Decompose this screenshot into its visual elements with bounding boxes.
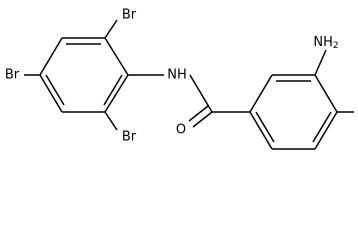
tribromophenyl-ring xyxy=(39,37,129,113)
amide-nh-label: NH xyxy=(167,68,187,83)
ring-bond xyxy=(104,74,129,113)
br-bottom-label: Br xyxy=(122,130,137,145)
carbonyl-o-label: O xyxy=(176,123,186,138)
amine-label-main: NH xyxy=(313,35,333,50)
ring-double-bond xyxy=(312,111,332,143)
ring-double-bond xyxy=(255,111,275,143)
carbonyl-o-double-bond xyxy=(188,105,209,122)
br-bottom-bond xyxy=(104,111,118,131)
ring-bond xyxy=(314,111,338,150)
amide-linker: NH O xyxy=(128,68,250,138)
right-ring-substituents: NH2 xyxy=(313,35,354,113)
ring-bond xyxy=(249,74,273,113)
amine-label-subscript: 2 xyxy=(333,41,339,51)
ring-double-bond xyxy=(45,74,65,106)
amine-bond xyxy=(314,49,327,76)
amine-label: NH2 xyxy=(313,35,338,51)
chemical-structure: Br Br Br NH O NH2 xyxy=(5,8,354,150)
ring-bond xyxy=(104,37,129,76)
ring-bond xyxy=(249,111,273,150)
ring-bond xyxy=(39,74,63,113)
br-top-label: Br xyxy=(122,8,137,23)
ring-bond xyxy=(314,74,338,113)
br-top-bond xyxy=(104,19,118,39)
methylaminophenyl-ring xyxy=(249,74,338,150)
bromine-substituents: Br Br Br xyxy=(5,8,137,145)
ring-bond xyxy=(39,37,63,76)
ring-double-bond xyxy=(103,74,123,106)
br-left-label: Br xyxy=(5,68,20,83)
n-carbonyl-bond xyxy=(189,74,213,113)
carbonyl-o-bond xyxy=(192,111,213,128)
